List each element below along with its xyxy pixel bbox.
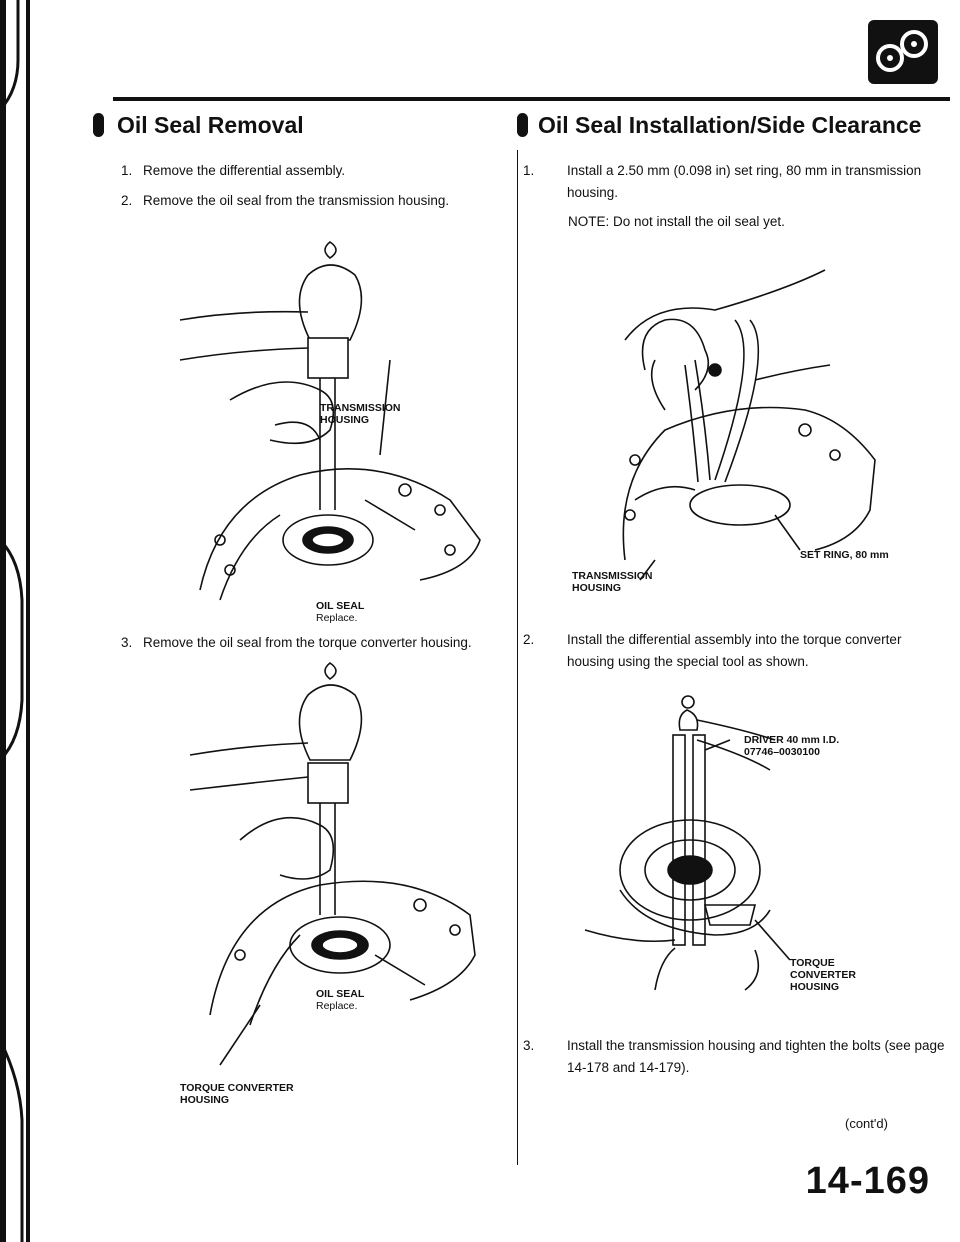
section-bullet	[517, 113, 528, 137]
step-2: 2.Install the differential assembly into…	[523, 632, 902, 669]
page-number: 14-169	[805, 1160, 930, 1202]
figure-transmission-housing-seal-removal	[179, 241, 481, 601]
continued-label: (cont'd)	[845, 1116, 888, 1131]
figure-set-ring-installation	[622, 269, 876, 581]
step-3: 3.Remove the oil seal from the torque co…	[121, 635, 472, 650]
step-1: 1.Remove the differential assembly.	[121, 163, 346, 178]
label-oil-seal-2: OIL SEAL Replace.	[316, 988, 365, 1012]
label-transmission-housing: TRANSMISSION HOUSING	[320, 402, 401, 426]
note-text: NOTE: Do not install the oil seal yet.	[568, 214, 785, 229]
step-1: 1.Install a 2.50 mm (0.098 in) set ring,…	[523, 163, 922, 200]
section-title-oil-seal-removal: Oil Seal Removal	[117, 112, 304, 138]
section-bullet	[93, 113, 104, 137]
column-divider	[517, 150, 518, 1165]
gear-transmission-icon	[868, 20, 938, 84]
binding-spine	[0, 0, 30, 1242]
label-transmission-housing-2: TRANSMISSION HOUSING	[572, 570, 653, 594]
figure-differential-driver-installation	[584, 695, 791, 991]
label-driver: DRIVER 40 mm I.D. 07746–0030100	[744, 734, 840, 758]
label-torque-converter-housing: TORQUE CONVERTER HOUSING	[180, 1082, 294, 1106]
header-rule	[113, 97, 950, 101]
label-set-ring: SET RING, 80 mm	[800, 549, 889, 561]
section-title-oil-seal-installation: Oil Seal Installation/Side Clearance	[538, 112, 922, 138]
label-torque-converter-housing-2: TORQUE CONVERTER HOUSING	[790, 957, 856, 993]
label-oil-seal: OIL SEAL Replace.	[316, 600, 365, 624]
step-3: 3.Install the transmission housing and t…	[523, 1038, 945, 1075]
step-2: 2.Remove the oil seal from the transmiss…	[121, 193, 450, 208]
figure-torque-converter-housing-seal-removal	[189, 662, 476, 1066]
